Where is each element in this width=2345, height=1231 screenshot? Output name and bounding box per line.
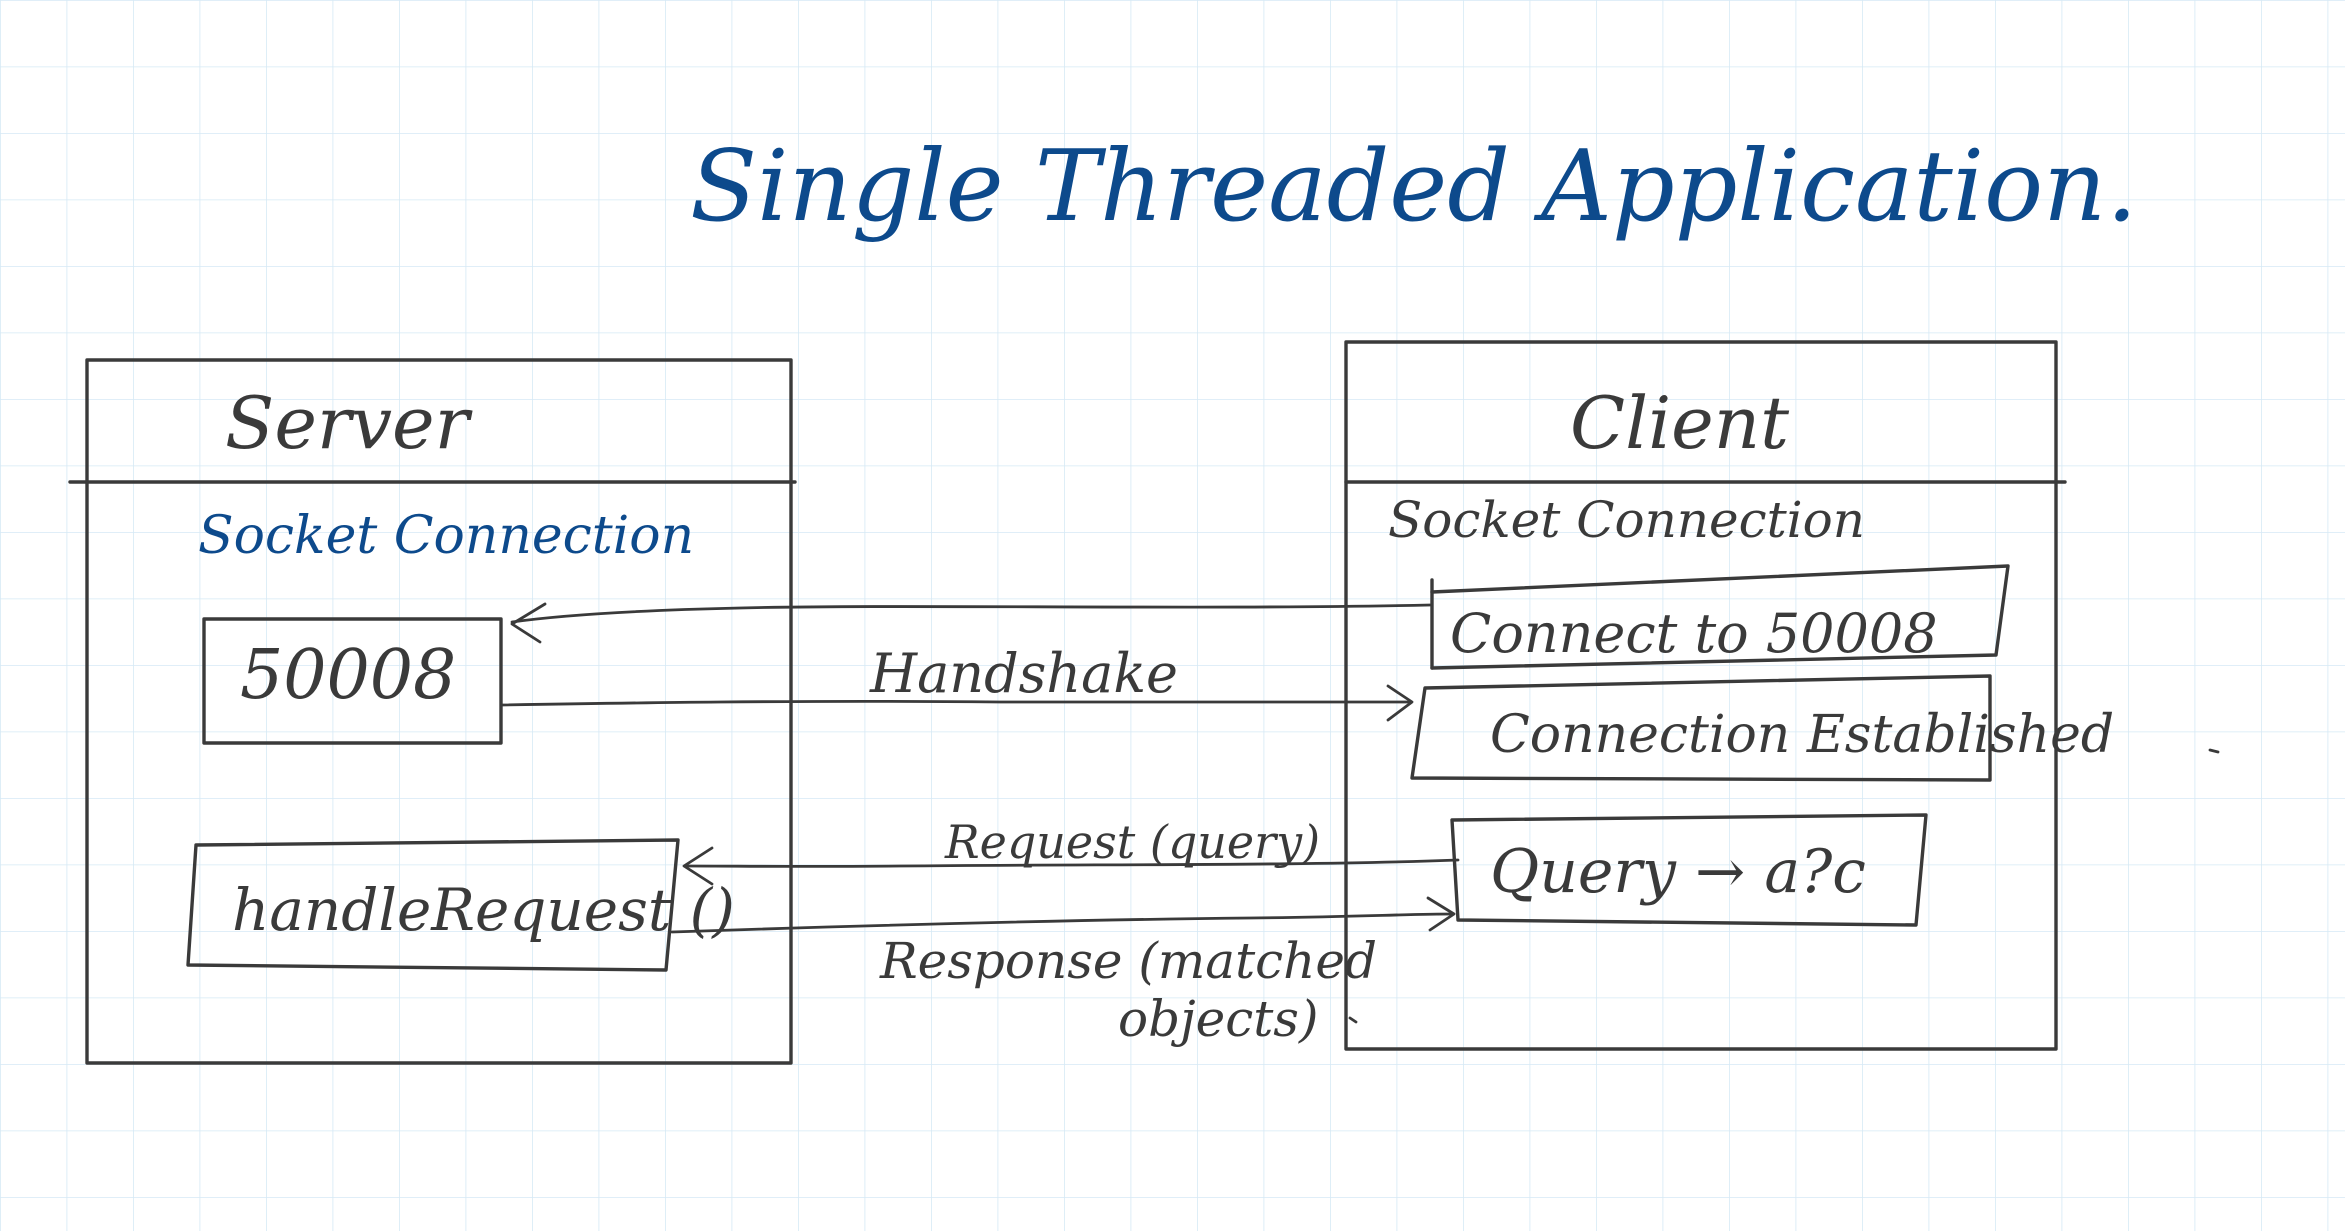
server-port: 50008	[240, 636, 456, 715]
server-socket-label: Socket Connection	[198, 506, 694, 566]
client-label: Client	[1570, 381, 1790, 465]
client-box: Client Socket Connection Connect to 5000…	[1344, 340, 2114, 1051]
query-box: Query → a?c	[1450, 813, 1928, 927]
handle-request-label: handleRequest ()	[232, 876, 735, 944]
server-box: Server Socket Connection 50008 handleReq…	[68, 358, 797, 1065]
response-label-line2: objects)	[1118, 990, 1318, 1048]
established-box: Connection Established	[1410, 674, 2114, 782]
response-label-line1: Response (matched	[879, 932, 1377, 990]
connect-box: Connect to 50008	[1430, 564, 2010, 670]
connect-label: Connect to 50008	[1450, 602, 1938, 665]
client-socket-label: Socket Connection	[1388, 491, 1865, 549]
response-arrow: Response (matched objects)	[670, 896, 1456, 1048]
server-port-box: 50008	[202, 617, 503, 745]
request-arrow: Request (query)	[682, 815, 1460, 886]
server-label: Server	[225, 381, 473, 465]
connect-arrow	[510, 602, 1432, 644]
query-label: Query → a?c	[1490, 837, 1866, 907]
request-label: Request (query)	[944, 815, 1320, 869]
page-title: Single Threaded Application.	[690, 130, 2137, 244]
pen-mark	[2208, 748, 2220, 754]
client-pen-dot	[1348, 1016, 1358, 1024]
handshake-label: Handshake	[869, 642, 1178, 705]
handle-request-box: handleRequest ()	[186, 838, 735, 972]
handshake-arrow: Handshake	[500, 642, 1414, 722]
established-label: Connection Established	[1490, 705, 2114, 765]
